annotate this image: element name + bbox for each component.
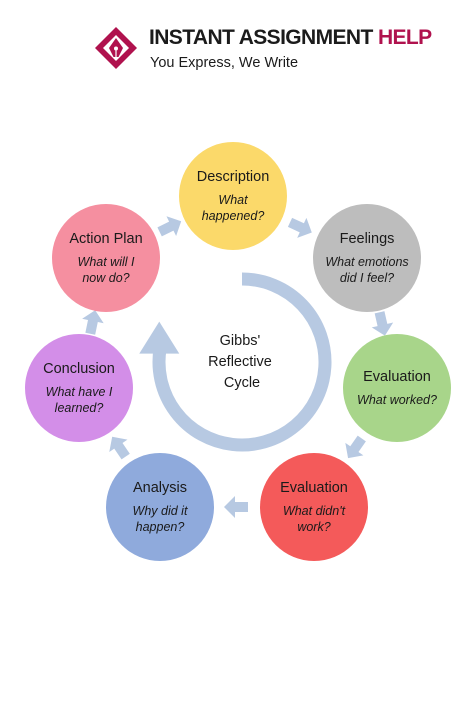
stage-connector-arrows [82, 216, 394, 518]
center-label-line: Cycle [224, 375, 260, 391]
stage-title: Evaluation [280, 480, 348, 496]
stage-title: Conclusion [43, 361, 115, 377]
brand-name: INSTANT ASSIGNMENT HELP [149, 26, 432, 50]
stage-question-line: What have I [46, 385, 113, 399]
stage-question-line: What didn't [283, 504, 346, 518]
stage-title: Feelings [340, 231, 395, 247]
brand-name-accent: HELP [377, 26, 432, 49]
header: INSTANT ASSIGNMENT HELP You Express, We … [0, 18, 474, 78]
stage-question-line: learned? [55, 401, 104, 415]
stage-circle [52, 204, 160, 312]
stage-circle [106, 453, 214, 561]
connector-arrow [109, 436, 130, 460]
stage-question-line: What worked? [357, 393, 437, 407]
stage-question-line: Why did it [133, 504, 188, 518]
stage-question-line: happened? [202, 209, 265, 223]
stage-question-line: did I feel? [340, 271, 394, 285]
connector-arrow [345, 435, 366, 459]
connector-arrow [371, 311, 394, 336]
stage-circle [343, 334, 451, 442]
stage-circle [179, 142, 287, 250]
center-label-line: Gibbs' [220, 333, 261, 349]
center-arrow-head [139, 321, 180, 354]
connector-arrow [82, 310, 104, 335]
center-label: Gibbs' Reflective Cycle [208, 333, 276, 391]
stage-question-line: What will I [78, 255, 135, 269]
center-label-line: Reflective [208, 354, 272, 370]
stage-title: Description [197, 169, 270, 185]
connector-arrow [224, 496, 248, 518]
stage-title: Evaluation [363, 369, 431, 385]
stage-circle [313, 204, 421, 312]
stage-question-line: now do? [82, 271, 129, 285]
stage-question-line: What emotions [325, 255, 408, 269]
center-cycle-arrow [139, 272, 332, 452]
stage-title: Action Plan [69, 231, 142, 247]
stage-title: Analysis [133, 480, 187, 496]
stage-question-line: What [218, 193, 248, 207]
stage-question-line: happen? [136, 520, 185, 534]
connector-arrow [157, 216, 182, 237]
brand-name-main: INSTANT ASSIGNMENT [149, 26, 373, 49]
connector-arrow [287, 217, 312, 238]
stage-circle [25, 334, 133, 442]
center-arrow-arc [152, 272, 332, 452]
stage-question-line: work? [297, 520, 330, 534]
pen-nib-diamond-icon [95, 27, 137, 69]
stage-circle [260, 453, 368, 561]
brand-tagline: You Express, We Write [150, 55, 299, 71]
